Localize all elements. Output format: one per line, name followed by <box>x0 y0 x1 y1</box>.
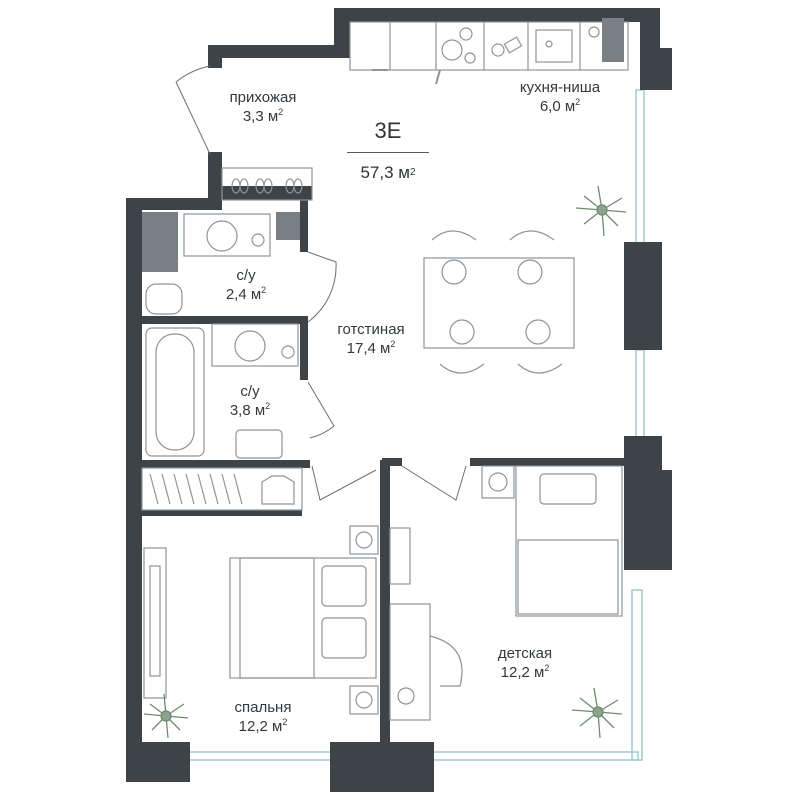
kitchen-counter <box>349 21 629 85</box>
room-label-wc-small: с/у 2,4 м2 <box>225 267 267 303</box>
wc-small-cabinet <box>142 212 178 272</box>
shoe-rack <box>221 167 313 201</box>
room-label-living: готстиная 17,4 м2 <box>337 321 405 357</box>
bedroom-furniture <box>143 525 463 721</box>
walls <box>126 8 672 792</box>
wardrobe <box>141 467 303 511</box>
room-label-kitchen: кухня-ниша 6,0 м2 <box>519 79 601 115</box>
apartment-code: 3E <box>374 118 402 143</box>
room-label-kids: детская 12,2 м2 <box>497 645 553 681</box>
room-label-bedroom: спальня 12,2 м2 <box>234 699 292 735</box>
wc-small-fixtures <box>145 213 271 315</box>
door-swings <box>175 65 467 501</box>
room-label-hallway: прихожая 3,3 м2 <box>229 89 297 125</box>
plant-icon <box>571 687 623 739</box>
apartment-total-area: 57,3 м2 <box>360 163 416 182</box>
room-label-bathroom: с/у 3,8 м2 <box>229 383 271 419</box>
kids-furniture <box>481 465 623 617</box>
plant-icon <box>575 185 627 237</box>
wc-small-shelf <box>276 212 300 240</box>
apartment-title-box: 3E 57,3 м2 <box>345 112 431 198</box>
plant-icon <box>143 693 189 739</box>
fridge <box>602 18 624 62</box>
bathroom-fixtures <box>145 323 299 459</box>
title-divider <box>347 152 429 153</box>
dining-table <box>423 230 575 374</box>
